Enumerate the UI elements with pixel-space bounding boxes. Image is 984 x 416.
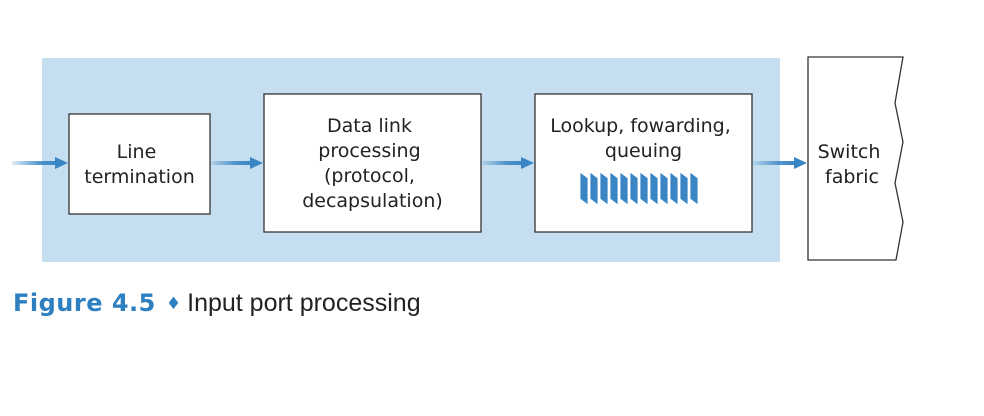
switch-fabric-label-2: fabric bbox=[825, 166, 879, 188]
lookup-forwarding-box: Lookup, fowarding, queuing bbox=[534, 93, 753, 233]
line-termination-label-2: termination bbox=[84, 166, 194, 188]
queue-slab bbox=[689, 171, 699, 206]
line-termination-box: Line termination bbox=[68, 113, 211, 215]
queue-slab bbox=[669, 171, 679, 206]
switch-fabric-box: Switch fabric bbox=[807, 56, 904, 261]
data-link-label-2: processing bbox=[318, 140, 420, 162]
arrow-datalink-to-lookup bbox=[482, 157, 534, 169]
svg-text:Line termination: Line termination bbox=[84, 141, 194, 188]
figure-caption-text: Input port processing bbox=[187, 289, 421, 317]
svg-text:Data link processing: Data link processing (protocol, decapsul… bbox=[302, 115, 443, 212]
queue-slab bbox=[639, 171, 649, 206]
svg-text:Lookup, fowarding, queui: Lookup, fowarding, queuing bbox=[550, 115, 737, 162]
queue-slab bbox=[649, 171, 659, 206]
arrow-input bbox=[12, 157, 68, 169]
queue-slab bbox=[589, 171, 599, 206]
data-link-label-4: decapsulation) bbox=[302, 190, 443, 212]
queue-slab bbox=[679, 171, 689, 206]
arrow-lookup-to-switch bbox=[753, 157, 807, 169]
queue-slab bbox=[629, 171, 639, 206]
data-link-processing-box: Data link processing (protocol, decapsul… bbox=[263, 93, 482, 233]
line-termination-label-1: Line bbox=[117, 141, 157, 163]
switch-fabric-label-1: Switch bbox=[818, 141, 881, 163]
queue-slab bbox=[619, 171, 629, 206]
figure-number: Figure 4.5 bbox=[13, 289, 156, 317]
svg-text:Switch fabric: Switch fabric bbox=[818, 141, 887, 188]
data-link-label-3: (protocol, bbox=[324, 165, 415, 187]
data-link-label-1: Data link bbox=[327, 115, 412, 137]
queue-stack-icon bbox=[579, 171, 699, 206]
lookup-label-2: queuing bbox=[605, 140, 682, 162]
lookup-label-1: Lookup, fowarding, bbox=[550, 115, 731, 137]
queue-slab bbox=[579, 171, 589, 206]
diamond-separator-icon: ♦ bbox=[165, 294, 182, 314]
queue-slab bbox=[599, 171, 609, 206]
queue-slab bbox=[609, 171, 619, 206]
figure-caption: Figure 4.5 ♦Input port processing bbox=[13, 286, 421, 320]
arrow-line-to-datalink bbox=[211, 157, 263, 169]
queue-slab bbox=[659, 171, 669, 206]
